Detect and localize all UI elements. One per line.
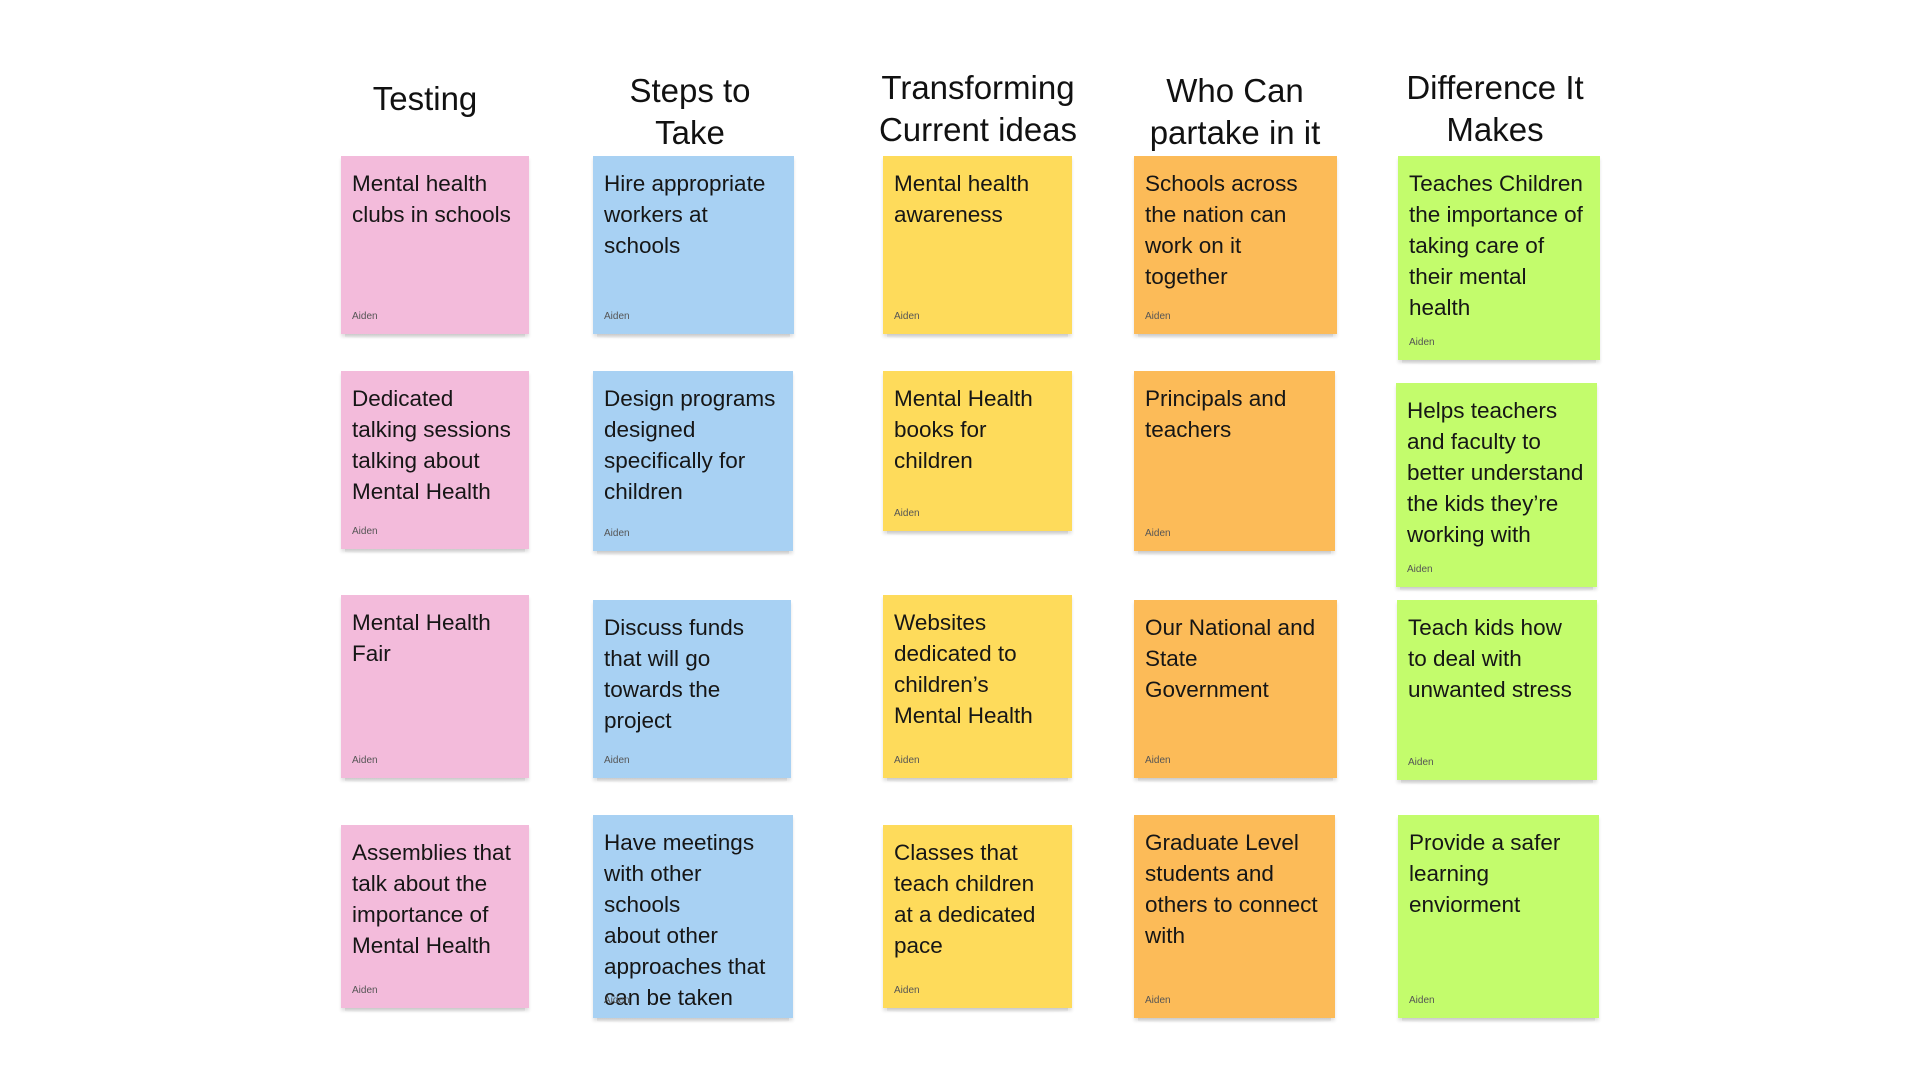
sticky-note-author: Aiden xyxy=(352,311,378,322)
sticky-note-author: Aiden xyxy=(604,995,630,1006)
sticky-note-text: Mental health awareness xyxy=(894,171,1030,227)
sticky-note-author: Aiden xyxy=(1407,564,1433,575)
sticky-note-author: Aiden xyxy=(894,985,920,996)
sticky-note-text: Provide a safer learning enviorment xyxy=(1409,830,1561,917)
sticky-note-text: Helps teachers and faculty to better und… xyxy=(1407,398,1584,547)
sticky-note-text: Websites dedicated to children’s Mental … xyxy=(894,610,1033,728)
sticky-note[interactable]: Mental Health Fair Aiden xyxy=(341,595,529,783)
sticky-note-author: Aiden xyxy=(1145,311,1171,322)
sticky-note[interactable]: Websites dedicated to children’s Mental … xyxy=(883,595,1072,783)
sticky-note[interactable]: Discuss funds that will go towards the p… xyxy=(593,600,791,783)
sticky-note[interactable]: Teaches Children the importance of takin… xyxy=(1398,156,1600,365)
column-header-steps: Steps to Take xyxy=(629,72,751,151)
sticky-note-text: Discuss funds that will go towards the p… xyxy=(604,615,745,733)
sticky-note[interactable]: Mental Health books for children Aiden xyxy=(883,371,1072,536)
sticky-note[interactable]: Our National and State Government Aiden xyxy=(1134,600,1337,783)
sticky-note[interactable]: Mental health awareness Aiden xyxy=(883,156,1072,339)
sticky-note-author: Aiden xyxy=(894,508,920,519)
column-header-transforming: Transforming Current ideas xyxy=(878,69,1078,148)
sticky-note-text: Schools across the nation can work on it… xyxy=(1145,171,1298,289)
sticky-note-author: Aiden xyxy=(1145,995,1171,1006)
sticky-note-author: Aiden xyxy=(604,755,630,766)
sticky-note[interactable]: Teach kids how to deal with unwanted str… xyxy=(1397,600,1597,785)
column-header-difference: Difference It Makes xyxy=(1406,69,1584,148)
sticky-note-text: Mental Health books for children xyxy=(894,386,1033,473)
sticky-note-text: Dedicated talking sessions talking about… xyxy=(352,386,511,504)
sticky-note[interactable]: Design programs designed specifically fo… xyxy=(593,371,793,556)
sticky-note-text: Mental health clubs in schools xyxy=(352,171,511,227)
sticky-note[interactable]: Principals and teachers Aiden xyxy=(1134,371,1335,556)
sticky-note-author: Aiden xyxy=(894,755,920,766)
sticky-note-author: Aiden xyxy=(352,755,378,766)
sticky-note-author: Aiden xyxy=(604,311,630,322)
sticky-note-text: Principals and teachers xyxy=(1145,386,1287,442)
sticky-note-author: Aiden xyxy=(1145,755,1171,766)
sticky-note-text: Have meetings with other schools about o… xyxy=(604,830,766,1010)
sticky-note-author: Aiden xyxy=(352,985,378,996)
sticky-note[interactable]: Graduate Level students and others to co… xyxy=(1134,815,1335,1023)
sticky-note-author: Aiden xyxy=(1409,337,1435,348)
sticky-note-text: Mental Health Fair xyxy=(352,610,491,666)
sticky-note[interactable]: Mental health clubs in schools Aiden xyxy=(341,156,529,339)
sticky-note-text: Teaches Children the importance of takin… xyxy=(1409,171,1583,320)
sticky-note[interactable]: Classes that teach children at a dedicat… xyxy=(883,825,1072,1013)
sticky-note-text: Teach kids how to deal with unwanted str… xyxy=(1408,615,1572,702)
sticky-note-text: Hire appropriate workers at schools xyxy=(604,171,766,258)
sticky-note-text: Design programs designed specifically fo… xyxy=(604,386,776,504)
sticky-note-author: Aiden xyxy=(894,311,920,322)
sticky-note-author: Aiden xyxy=(1145,528,1171,539)
sticky-note[interactable]: Schools across the nation can work on it… xyxy=(1134,156,1337,339)
sticky-note[interactable]: Have meetings with other schools about o… xyxy=(593,815,793,1023)
sticky-note[interactable]: Hire appropriate workers at schools Aide… xyxy=(593,156,794,339)
sticky-note-author: Aiden xyxy=(1408,757,1434,768)
sticky-note[interactable]: Provide a safer learning enviorment Aide… xyxy=(1398,815,1599,1023)
sticky-note-text: Assemblies that talk about the importanc… xyxy=(352,840,511,958)
sticky-note[interactable]: Assemblies that talk about the importanc… xyxy=(341,825,529,1013)
sticky-note-text: Graduate Level students and others to co… xyxy=(1145,830,1318,948)
sticky-note[interactable]: Dedicated talking sessions talking about… xyxy=(341,371,529,554)
sticky-note-author: Aiden xyxy=(1409,995,1435,1006)
sticky-note[interactable]: Helps teachers and faculty to better und… xyxy=(1396,383,1597,592)
column-header-who: Who Can partake in it xyxy=(1149,72,1321,151)
sticky-note-text: Classes that teach children at a dedicat… xyxy=(894,840,1036,958)
sticky-note-author: Aiden xyxy=(604,528,630,539)
sticky-note-author: Aiden xyxy=(352,526,378,537)
sticky-note-text: Our National and State Government xyxy=(1145,615,1316,702)
column-header-testing: Testing xyxy=(372,80,478,117)
